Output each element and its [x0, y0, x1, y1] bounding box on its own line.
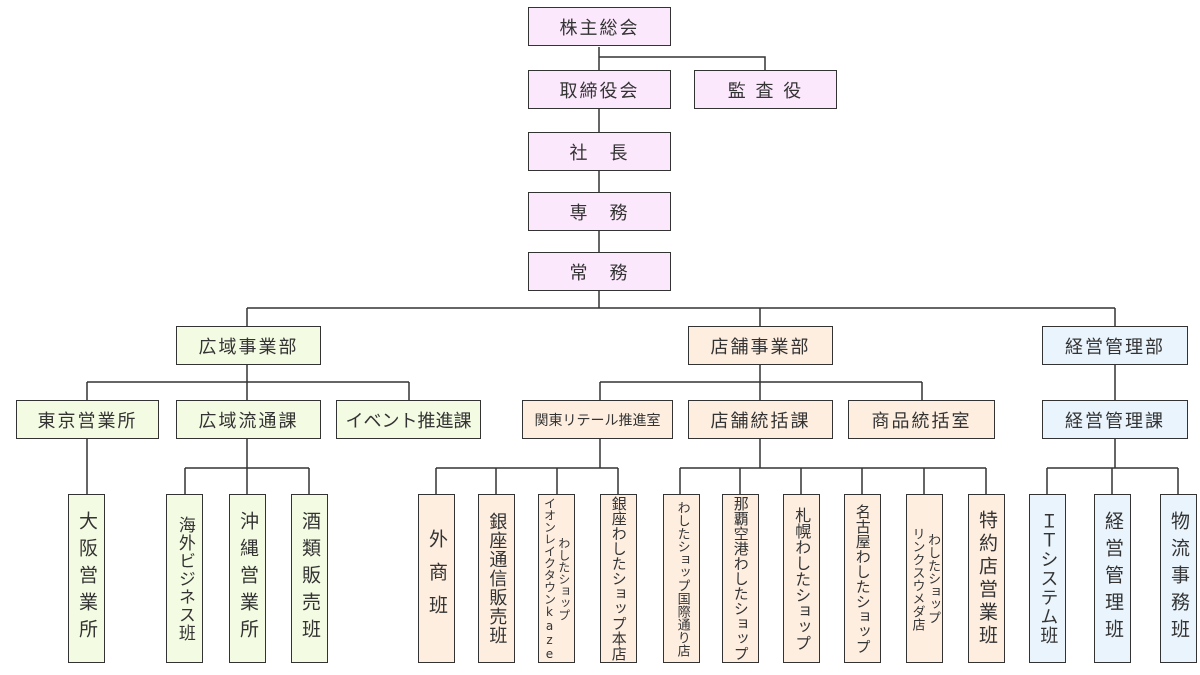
- box-label: 東京営業所: [37, 410, 138, 432]
- box-label: 沖縄営業所: [236, 511, 259, 646]
- box-label: 常 務: [569, 262, 630, 284]
- box-label: 専 務: [569, 202, 630, 224]
- it-system-team-box: ＩＴシステム班: [1029, 494, 1066, 663]
- box-label: 札幌わしたショップ: [792, 506, 812, 651]
- box-label: 銀座通信販売班: [486, 512, 508, 645]
- box-label: 店舗統括課: [710, 410, 811, 432]
- box-label: 特約店営業班: [975, 509, 998, 648]
- ginza-mail-order-box: 銀座通信販売班: [478, 494, 515, 663]
- box-label: 関東リテール推進室: [534, 412, 661, 429]
- store-management-box: 店舗統括課: [688, 400, 833, 439]
- box-label: 銀座わしたショップ本店: [609, 496, 628, 661]
- box-label: 広域事業部: [198, 336, 299, 358]
- box-label-line-2: イオンレイクタウンkaze: [542, 496, 557, 661]
- box-label: 取締役会: [559, 80, 640, 102]
- osaka-office-box: 大阪営業所: [68, 494, 105, 663]
- box-label: イベント推進課: [345, 410, 472, 432]
- box-label-line-1: わしたショップ: [925, 533, 941, 624]
- box-label: 名古屋わしたショップ: [853, 503, 872, 654]
- ginza-main-shop-box: 銀座わしたショップ本店: [600, 494, 637, 663]
- liquor-sales-box: 酒類販売班: [291, 494, 328, 663]
- tokyo-office-box: 東京営業所: [16, 400, 159, 439]
- auditor-box: 監 査 役: [694, 70, 837, 109]
- box-label: 海外ビジネス班: [174, 515, 195, 642]
- box-label: 物流事務班: [1167, 511, 1190, 646]
- box-label: 監 査 役: [727, 80, 804, 102]
- overseas-business-box: 海外ビジネス班: [166, 494, 203, 663]
- wide-area-division-box: 広域事業部: [176, 326, 321, 365]
- box-label: 株主総会: [559, 17, 640, 39]
- box-label: 外商班: [425, 529, 448, 628]
- kanto-retail-box: 関東リテール推進室: [522, 400, 673, 439]
- box-label: ＩＴシステム班: [1037, 512, 1059, 645]
- box-label: 商品統括室: [871, 410, 972, 432]
- store-division-box: 店舗事業部: [688, 326, 833, 365]
- product-management-box: 商品統括室: [848, 400, 995, 439]
- board-box: 取締役会: [528, 70, 671, 109]
- box-label: わしたショップ国際通り店: [674, 500, 690, 657]
- special-agent-sales-box: 特約店営業班: [968, 494, 1005, 663]
- md-box: 常 務: [528, 252, 671, 291]
- okinawa-office-box: 沖縄営業所: [229, 494, 266, 663]
- sapporo-shop-box: 札幌わしたショップ: [783, 494, 820, 663]
- management-team-box: 経営管理班: [1094, 494, 1131, 663]
- management-section-box: 経営管理課: [1042, 400, 1188, 439]
- box-label: 那覇空港わしたショップ: [731, 496, 750, 661]
- event-section-box: イベント推進課: [336, 400, 481, 439]
- distribution-section-box: 広域流通課: [176, 400, 321, 439]
- box-label: 店舗事業部: [710, 336, 811, 358]
- president-box: 社 長: [528, 132, 671, 171]
- naha-airport-shop-box: 那覇空港わしたショップ: [722, 494, 759, 663]
- senior-md-box: 専 務: [528, 192, 671, 231]
- box-label: 大阪営業所: [75, 511, 98, 646]
- box-label-line-1: わしたショップ: [556, 536, 571, 621]
- links-umeda-shop-box: わしたショップリンクスウメダ店: [906, 494, 943, 663]
- box-label: 広域流通課: [198, 410, 299, 432]
- logistics-team-box: 物流事務班: [1160, 494, 1197, 663]
- nagoya-shop-box: 名古屋わしたショップ: [844, 494, 881, 663]
- box-label: 酒類販売班: [298, 511, 321, 646]
- box-label: 経営管理課: [1065, 410, 1165, 432]
- shareholders-meeting-box: 株主総会: [528, 7, 671, 46]
- box-label: 経営管理班: [1101, 511, 1124, 646]
- box-label: 経営管理部: [1065, 336, 1165, 358]
- management-division-box: 経営管理部: [1042, 326, 1188, 365]
- box-label: 社 長: [569, 142, 630, 164]
- aeon-laketown-shop-box: わしたショップイオンレイクタウンkaze: [538, 494, 575, 663]
- gaisho-team-box: 外商班: [418, 494, 455, 663]
- kokusai-street-shop-box: わしたショップ国際通り店: [663, 494, 700, 663]
- box-label-line-2: リンクスウメダ店: [909, 526, 925, 631]
